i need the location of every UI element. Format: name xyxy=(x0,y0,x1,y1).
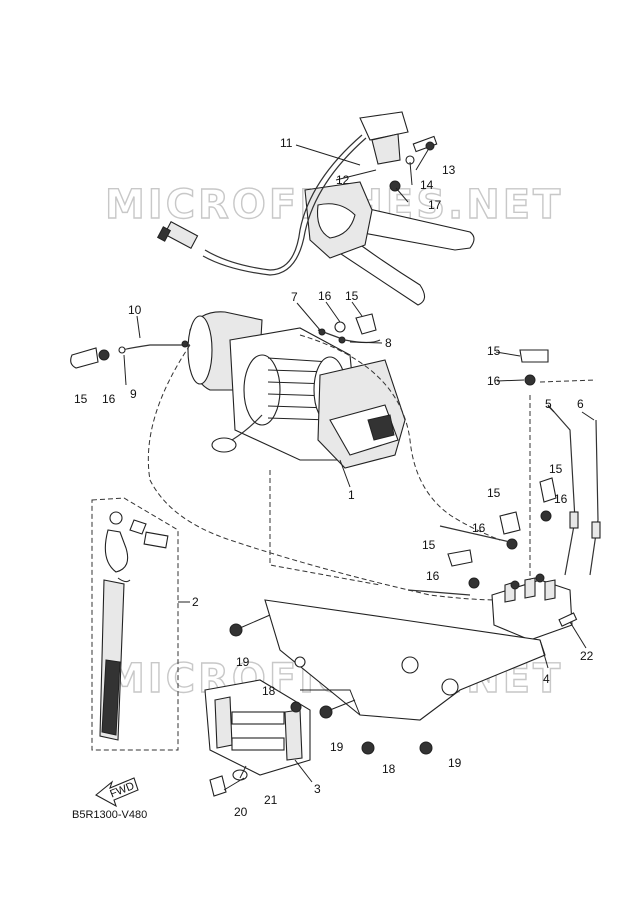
wire-harness-vertical xyxy=(269,470,381,586)
callout-18-a: 18 xyxy=(262,684,276,698)
callout-19-c: 19 xyxy=(448,756,462,770)
bolts xyxy=(229,614,433,755)
accessory-kit-box xyxy=(91,497,190,751)
callout-15-e: 15 xyxy=(487,486,501,500)
callout-15-f: 15 xyxy=(422,538,436,552)
callout-10: 10 xyxy=(128,303,142,317)
callout-16-d: 16 xyxy=(554,492,568,506)
callout-5: 5 xyxy=(545,397,552,411)
callout-9: 9 xyxy=(130,387,137,401)
fwd-label: FWD xyxy=(108,780,136,801)
callout-11: 11 xyxy=(280,136,293,150)
terminal-cap-top xyxy=(334,313,377,335)
callout-21: 21 xyxy=(264,793,278,807)
mounting-bracket xyxy=(264,599,546,721)
callout-14: 14 xyxy=(420,178,434,192)
callout-16-b: 16 xyxy=(318,289,332,303)
handlebar-switch-assembly xyxy=(156,111,475,306)
terminal-cap-left xyxy=(70,347,110,369)
callout-19-a: 19 xyxy=(236,655,250,669)
callout-16-a: 16 xyxy=(102,392,116,406)
diagram-code: B5R1300-V480 xyxy=(72,809,147,821)
callout-3: 3 xyxy=(314,782,321,796)
callout-6: 6 xyxy=(577,397,584,411)
callout-16-f: 16 xyxy=(426,569,440,583)
fwd-arrow: FWD xyxy=(95,777,139,808)
callout-16-c: 16 xyxy=(487,374,501,388)
callout-18-b: 18 xyxy=(382,762,396,776)
callout-8: 8 xyxy=(385,336,392,350)
contactor-relay xyxy=(491,379,601,641)
callout-13: 13 xyxy=(442,163,456,177)
terminal-caps-right xyxy=(407,349,557,596)
wire-harness-long xyxy=(147,344,501,601)
callout-19-b: 19 xyxy=(330,740,344,754)
callout-2: 2 xyxy=(192,595,199,609)
callout-15-a: 15 xyxy=(74,392,88,406)
callout-15-d: 15 xyxy=(549,462,563,476)
winch-assembly xyxy=(118,311,406,469)
wire-harness-ground xyxy=(299,334,501,541)
callout-1: 1 xyxy=(348,488,355,502)
callout-17: 17 xyxy=(428,198,442,212)
callout-22: 22 xyxy=(580,649,594,663)
leader-lines xyxy=(123,144,595,791)
callout-7: 7 xyxy=(291,290,298,304)
callout-12: 12 xyxy=(336,173,350,187)
callout-15-c: 15 xyxy=(487,344,501,358)
callout-20: 20 xyxy=(234,805,248,819)
callout-4: 4 xyxy=(543,672,550,686)
roller-fairlead xyxy=(204,679,311,797)
callout-16-e: 16 xyxy=(472,521,486,535)
callout-labels: 1 2 3 4 5 6 7 8 9 10 11 12 13 14 15 15 1… xyxy=(74,136,594,819)
callout-15-b: 15 xyxy=(345,289,359,303)
